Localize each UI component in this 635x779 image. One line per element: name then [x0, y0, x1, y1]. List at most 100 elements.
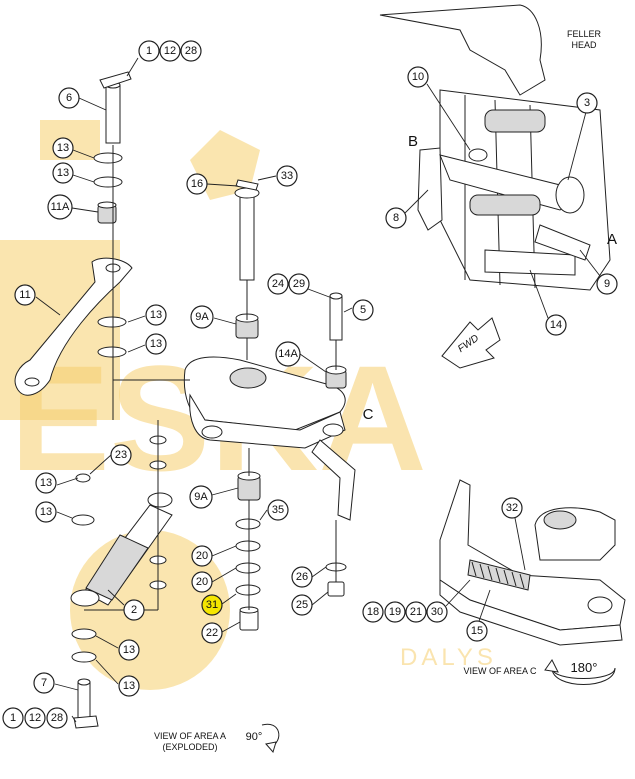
svg-text:8: 8	[393, 212, 399, 224]
callout-11: 11	[14, 284, 36, 306]
area-b-letter: B	[408, 133, 418, 150]
callout-22: 22	[201, 622, 223, 644]
svg-text:19: 19	[389, 606, 401, 618]
svg-text:13: 13	[123, 644, 135, 656]
cylinder-2	[70, 492, 173, 607]
svg-text:1: 1	[146, 45, 152, 57]
callout-1-top: 1	[138, 40, 160, 62]
svg-text:28: 28	[185, 45, 197, 57]
feller-head-label-2: HEAD	[571, 40, 597, 50]
callout-31: 31	[201, 594, 223, 616]
svg-text:22: 22	[206, 627, 218, 639]
svg-text:20: 20	[196, 550, 208, 562]
svg-text:9A: 9A	[194, 491, 208, 503]
svg-text:9A: 9A	[195, 311, 209, 323]
svg-text:10: 10	[412, 71, 424, 83]
svg-text:33: 33	[281, 170, 293, 182]
callout-1-bot: 1	[2, 707, 24, 729]
center-stack	[235, 471, 261, 631]
callout-28-top: 28	[180, 40, 202, 62]
svg-text:11: 11	[19, 289, 30, 301]
callout-18: 18	[362, 601, 384, 623]
callout-26: 26	[291, 566, 313, 588]
svg-text:21: 21	[410, 606, 422, 618]
callout-30: 30	[426, 601, 448, 623]
svg-text:31: 31	[206, 599, 218, 611]
svg-text:5: 5	[360, 304, 366, 316]
leader-lines	[35, 57, 601, 723]
callout-13-f: 13	[35, 501, 57, 523]
callout-14a: 14A	[275, 341, 301, 367]
area-a-letter: A	[607, 231, 617, 248]
view-area-a-subtitle: (EXPLODED)	[162, 742, 217, 752]
callout-32: 32	[501, 497, 523, 519]
svg-text:3: 3	[584, 97, 590, 109]
fwd-arrow: FWD	[441, 317, 501, 369]
callout-28-bot: 28	[46, 707, 68, 729]
callout-15: 15	[466, 620, 488, 642]
svg-text:25: 25	[296, 599, 308, 611]
callout-13-a: 13	[52, 137, 74, 159]
svg-text:14: 14	[550, 319, 562, 331]
feller-head-view	[379, 4, 611, 291]
callout-23: 23	[110, 444, 132, 466]
svg-text:13: 13	[57, 142, 69, 154]
pin-7-assembly	[71, 628, 99, 729]
callout-5: 5	[352, 299, 374, 321]
svg-text:13: 13	[57, 167, 69, 179]
callout-3: 3	[576, 92, 598, 114]
svg-text:20: 20	[196, 576, 208, 588]
view-area-a-title: VIEW OF AREA A	[154, 731, 226, 741]
callout-11a: 11A	[47, 194, 73, 220]
svg-text:13: 13	[40, 506, 52, 518]
callout-24: 24	[267, 273, 289, 295]
svg-text:26: 26	[296, 571, 308, 583]
callout-13-c: 13	[145, 304, 167, 326]
svg-text:6: 6	[66, 92, 72, 104]
callout-12-bot: 12	[24, 707, 46, 729]
svg-text:28: 28	[51, 712, 63, 724]
callout-33: 33	[276, 165, 298, 187]
callout-13-e: 13	[35, 472, 57, 494]
callout-19: 19	[384, 601, 406, 623]
watermark-sub: DALYS	[400, 644, 497, 671]
callout-25: 25	[291, 594, 313, 616]
svg-text:13: 13	[40, 477, 52, 489]
callout-16: 16	[186, 173, 208, 195]
lever-plate	[183, 356, 356, 521]
svg-text:1: 1	[10, 712, 16, 724]
svg-text:23: 23	[115, 449, 127, 461]
callout-12-top: 12	[159, 40, 181, 62]
callout-13-d: 13	[145, 333, 167, 355]
svg-text:13: 13	[123, 680, 135, 692]
callout-13-g: 13	[118, 639, 140, 661]
svg-text:12: 12	[164, 45, 176, 57]
svg-text:24: 24	[272, 278, 284, 290]
svg-text:29: 29	[293, 278, 305, 290]
pin-5-assembly	[325, 292, 347, 389]
area-c-view	[439, 479, 626, 646]
rotation-arrow-90	[261, 723, 280, 754]
pin-33-assembly	[234, 179, 260, 339]
callout-9a-top: 9A	[190, 305, 214, 329]
svg-text:9: 9	[604, 278, 610, 290]
view-area-c-title: VIEW OF AREA C	[463, 666, 537, 676]
svg-text:18: 18	[367, 606, 379, 618]
callout-7: 7	[33, 672, 55, 694]
area-c-letter: C	[363, 406, 374, 423]
callout-35: 35	[267, 499, 289, 521]
feller-head-label-1: FELLER	[567, 29, 602, 39]
svg-text:30: 30	[431, 606, 443, 618]
svg-text:13: 13	[150, 338, 162, 350]
callout-20-a: 20	[191, 545, 213, 567]
rotation-arrow-180	[544, 659, 616, 685]
svg-text:32: 32	[506, 502, 518, 514]
svg-text:7: 7	[41, 677, 47, 689]
svg-text:12: 12	[29, 712, 41, 724]
svg-text:15: 15	[471, 625, 483, 637]
svg-text:2: 2	[131, 604, 137, 616]
callout-6: 6	[58, 87, 80, 109]
svg-text:16: 16	[191, 178, 203, 190]
